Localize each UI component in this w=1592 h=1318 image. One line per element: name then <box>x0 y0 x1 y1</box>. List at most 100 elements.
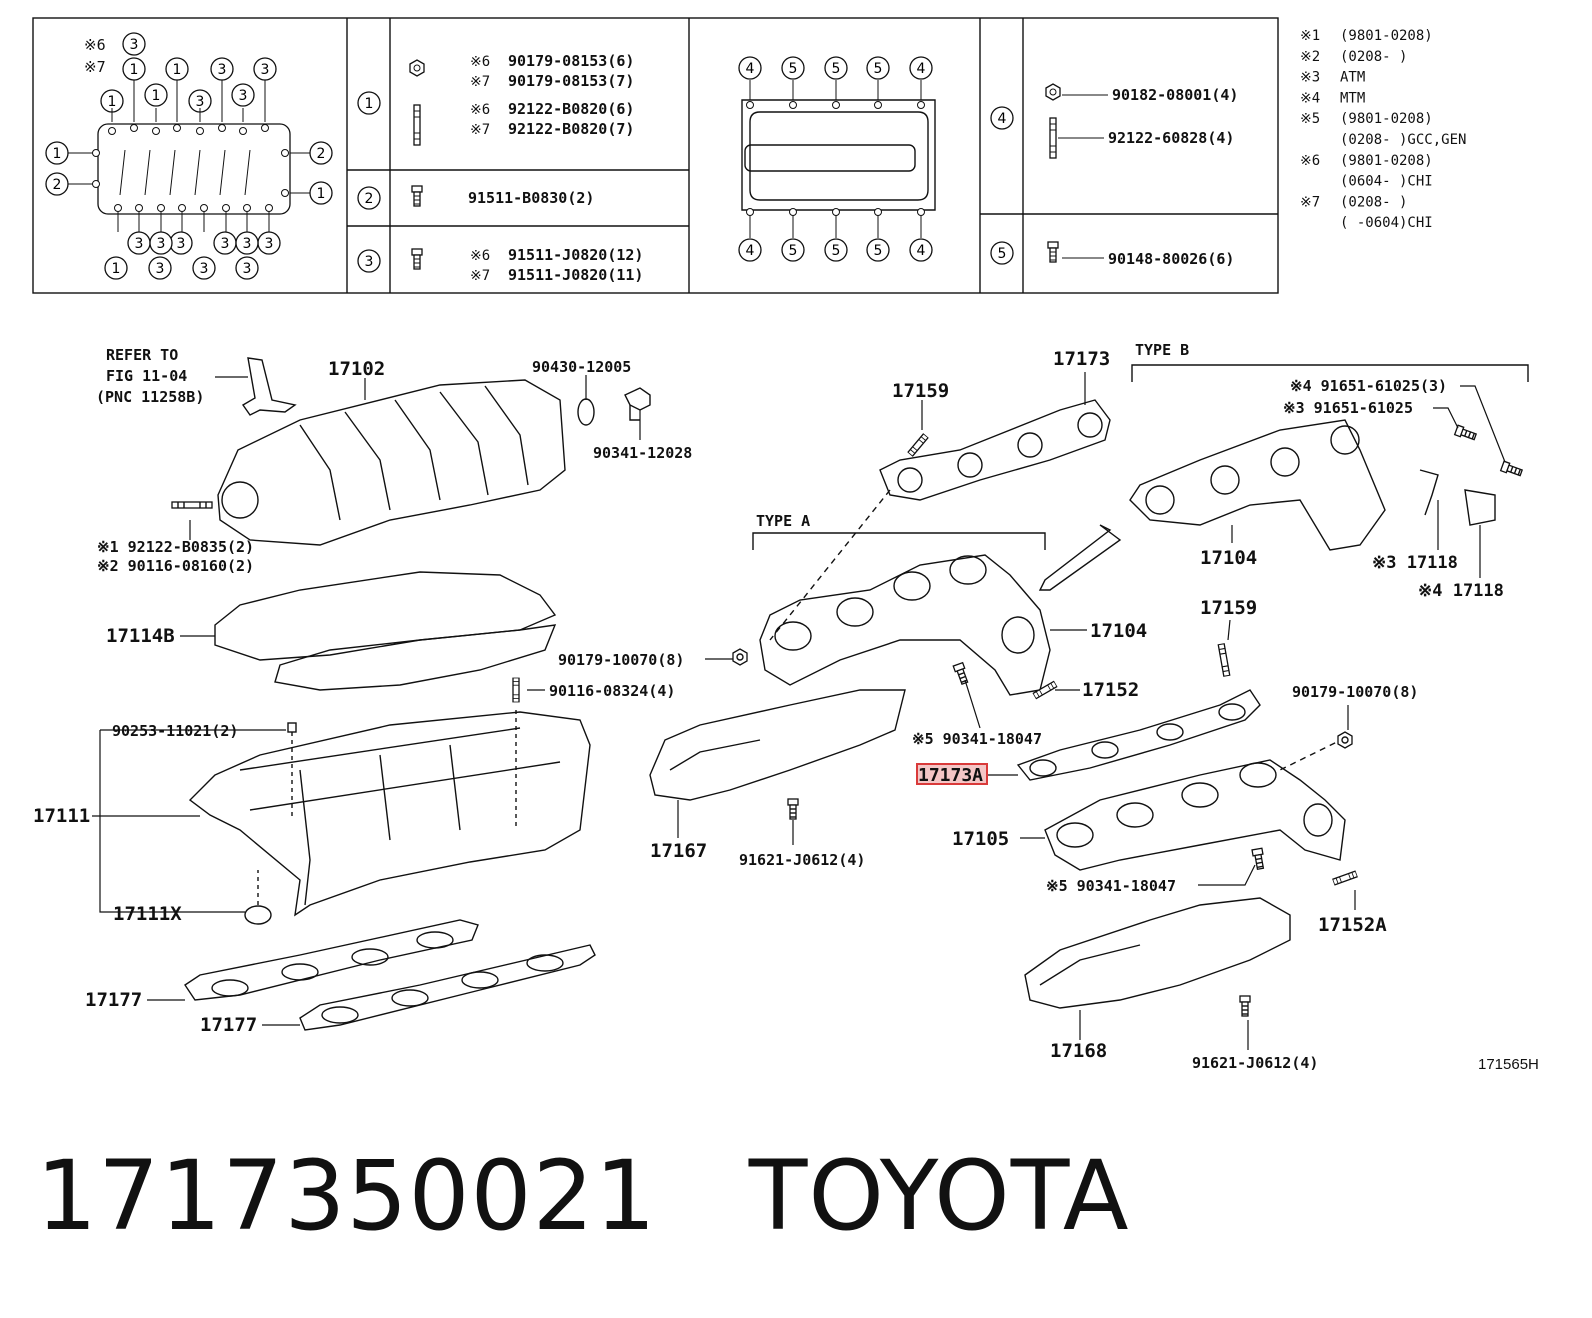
gasket-callout-top-0: 4 <box>738 56 762 80</box>
label-90179-10070-a: 90179-10070(8) <box>558 651 684 669</box>
gasket-callout-bottom-1: 5 <box>781 238 805 262</box>
key-row-number-4-text: 4 <box>998 111 1007 127</box>
bolt-hole <box>281 189 289 197</box>
gasket-callout-top-4: 4 <box>909 56 933 80</box>
key-row-number-3-text: 3 <box>365 254 374 270</box>
grid-callout-bottom2-2: 3 <box>192 256 216 280</box>
bolt-hole <box>261 124 269 132</box>
bolt-hole <box>135 204 143 212</box>
label-17118-a: ※3 17118 <box>1372 553 1458 573</box>
grid-note-7: ※7 <box>84 58 106 76</box>
key-part-1-0: 91511-B0830(2) <box>468 189 594 207</box>
bolt-hole <box>917 101 925 109</box>
grid-callout-bottom1-1: 3 <box>169 231 193 255</box>
key-row-number-2: 2 <box>357 186 381 210</box>
gasket-callout-bottom-0-text: 4 <box>746 243 755 259</box>
note-mark-6: ※6 <box>1300 153 1320 169</box>
bolt-hole <box>92 180 100 188</box>
label-90116-08160: ※2 90116-08160(2) <box>97 557 254 575</box>
bolt-hole <box>746 208 754 216</box>
note-text-2: ATM <box>1340 70 1365 86</box>
gasket-callout-bottom-3: 5 <box>866 238 890 262</box>
label-90341-12028: 90341-12028 <box>593 444 692 462</box>
label-91651-61025-a: ※4 91651-61025(3) <box>1290 377 1447 395</box>
key-part-2-1: 91511-J0820(11) <box>508 266 643 284</box>
gasket-17173a <box>1016 643 1261 781</box>
label-90179-10070-b: 90179-10070(8) <box>1292 683 1418 701</box>
bolt-hole <box>281 149 289 157</box>
grid-callout-bottom1-3: 3 <box>257 231 281 255</box>
bolt-hole <box>108 127 116 135</box>
grid-callout-left-1-text: 2 <box>53 177 62 193</box>
label-type-a: TYPE A <box>756 512 810 530</box>
key-note-mark-0-2: ※6 <box>470 102 490 118</box>
note-mark-4: ※5 <box>1300 111 1320 127</box>
grid-callout-top1-3: 3 <box>253 57 277 81</box>
grid-callout-top1-2-text: 3 <box>218 62 227 78</box>
bolt-hole <box>173 124 181 132</box>
key-part-5-0: 90148-80026(6) <box>1108 250 1234 268</box>
gasket-callout-bottom-2: 5 <box>824 238 848 262</box>
part-footer: 1717350021 TOYOTA <box>36 1140 1130 1252</box>
note-text-7: (0604- )CHI <box>1340 174 1433 190</box>
key-row-number-1: 1 <box>357 91 381 115</box>
bolt-hole <box>152 127 160 135</box>
gasket-callout-top-3-text: 5 <box>874 61 883 77</box>
bolt-hole <box>874 208 882 216</box>
label-17105: 17105 <box>952 828 1009 850</box>
label-90253-11021: 90253-11021(2) <box>112 722 238 740</box>
grid-callout-top1-2: 3 <box>210 57 234 81</box>
note-text-0: (9801-0208) <box>1340 28 1433 44</box>
note-text-6: (9801-0208) <box>1340 153 1433 169</box>
key-part-0-3: 92122-B0820(7) <box>508 120 634 138</box>
bolt-hole <box>239 127 247 135</box>
label-17173: 17173 <box>1053 348 1110 370</box>
type-a-bracket <box>752 532 1046 550</box>
exhaust-manifold-type-a <box>732 524 1122 700</box>
note-text-3: MTM <box>1340 90 1365 106</box>
key-note-mark-0-1: ※7 <box>470 74 490 90</box>
grid-callout-bottom2-0-text: 1 <box>112 261 121 277</box>
key-row-icons-left <box>409 59 425 270</box>
grid-callout-bottom1-0-text: 3 <box>135 236 144 252</box>
gasket-callout-bottom-1-text: 5 <box>789 243 798 259</box>
grid-callout-bottom1-0: 3 <box>127 231 151 255</box>
bolt-hole <box>178 204 186 212</box>
key-part-0-0: 90179-08153(6) <box>508 52 634 70</box>
bolt-hole <box>789 101 797 109</box>
part-number: 1717350021 <box>36 1140 657 1252</box>
label-17104-a: 17104 <box>1090 620 1147 642</box>
grid-callout-bottom1-5: 3 <box>235 231 259 255</box>
grid-callout-bottom1-4-text: 3 <box>157 236 166 252</box>
bolt-hole <box>92 149 100 157</box>
exhaust-manifold-17105 <box>1044 731 1358 886</box>
note-text-8: (0208- ) <box>1340 194 1407 210</box>
key-part-4-0: 90182-08001(4) <box>1112 86 1238 104</box>
grid-callout-bottom2-3: 3 <box>235 256 259 280</box>
label-90116-08324: 90116-08324(4) <box>549 682 675 700</box>
key-row-number-5: 5 <box>990 241 1014 265</box>
gasket-callout-top-3: 5 <box>866 56 890 80</box>
grid-callout-bottom2-1-text: 3 <box>156 261 165 277</box>
gasket-callout-top-2-text: 5 <box>832 61 841 77</box>
heat-insulator-17168 <box>1024 897 1291 1017</box>
grid-callout-top1-1: 1 <box>165 57 189 81</box>
grid-callout-top2-0-text: 1 <box>108 94 117 110</box>
note-text-4: (9801-0208) <box>1340 111 1433 127</box>
bolt-hole <box>746 101 754 109</box>
bolt-hole <box>222 204 230 212</box>
bolt-hole <box>917 208 925 216</box>
grid-callout-note: 3 <box>122 32 146 56</box>
key-row-number-1-text: 1 <box>365 96 374 112</box>
label-17177-b: 17177 <box>200 1014 257 1036</box>
label-17173a: 17173A <box>918 765 983 786</box>
gasket-callout-bottom-4-text: 4 <box>917 243 926 259</box>
brand-name: TOYOTA <box>748 1140 1130 1252</box>
bolt-hole <box>243 204 251 212</box>
refer-label-3: (PNC 11258B) <box>96 388 204 406</box>
